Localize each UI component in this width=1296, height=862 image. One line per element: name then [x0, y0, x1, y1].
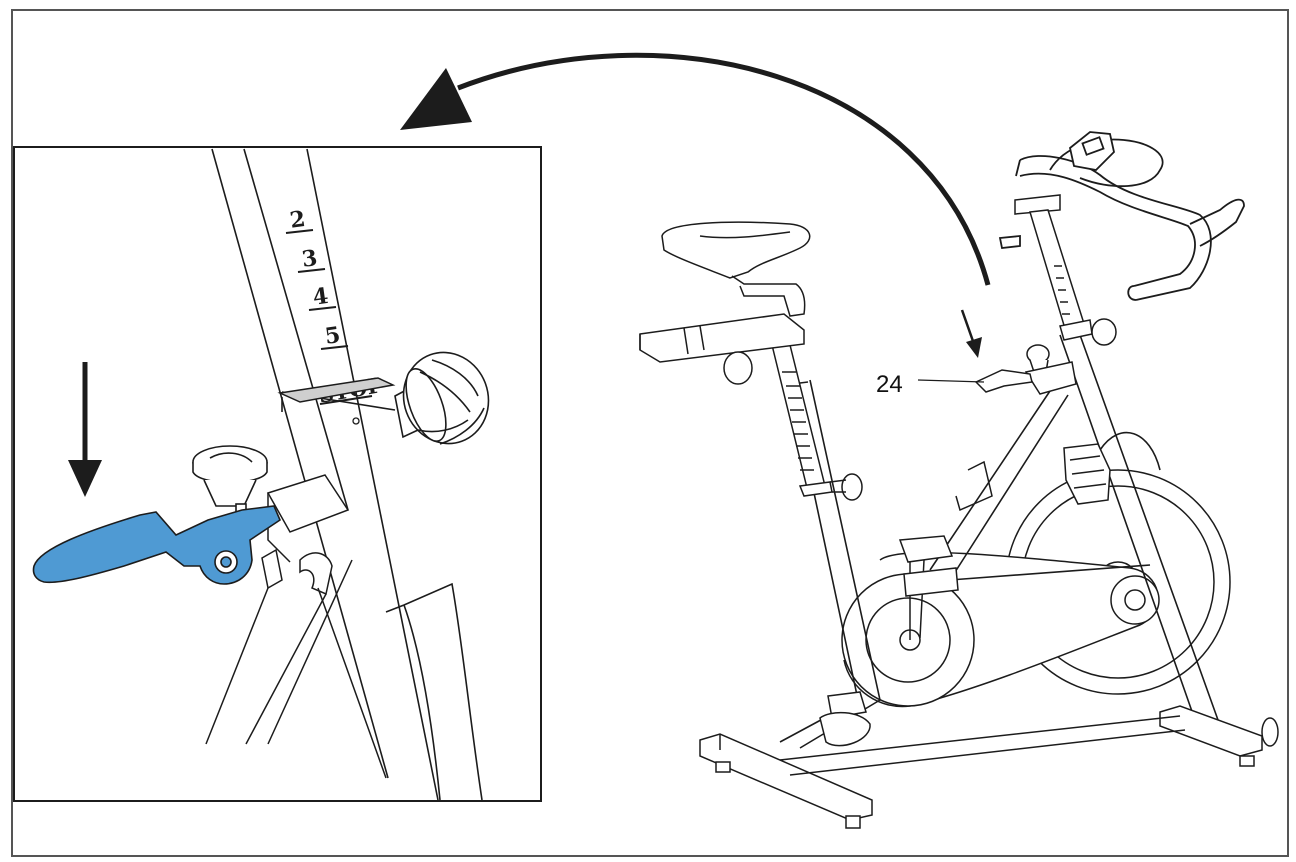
- tube-collar: [277, 377, 396, 403]
- callout-number: 24: [876, 371, 903, 398]
- scale-mark-4: 4: [311, 283, 330, 311]
- detail-inset: 2 3 4 5 STOP: [13, 146, 542, 802]
- seat-post: [771, 344, 863, 501]
- lever-bracket: [205, 474, 387, 779]
- curved-arrow-icon: [400, 52, 991, 286]
- main-frame: [779, 334, 1219, 749]
- adjustment-knob: [394, 351, 490, 445]
- bike-quick-release-lever: [974, 369, 1033, 393]
- seat: [639, 221, 811, 385]
- down-arrow-icon: [68, 362, 102, 497]
- callout-24: 24: [876, 371, 985, 398]
- scale-mark-3: 3: [300, 245, 319, 273]
- handlebar-post: [1014, 194, 1117, 346]
- brake-caliper: [1063, 443, 1111, 505]
- detail-frame: [13, 146, 542, 802]
- base-rails: [699, 705, 1279, 829]
- resistance-knob: [1024, 344, 1077, 395]
- handlebars: [998, 131, 1245, 301]
- scale-mark-2: 2: [288, 206, 307, 234]
- seat-tube: [211, 148, 483, 801]
- outer-frame: [11, 9, 1289, 857]
- quick-release-lever: [32, 505, 281, 585]
- bike-illustration: [639, 131, 1279, 829]
- scale-mark-5: 5: [323, 322, 342, 350]
- pointer-arrow-icon: [960, 309, 982, 358]
- bottle-holder: [955, 460, 993, 512]
- release-knob: [192, 445, 268, 517]
- pedals: [819, 535, 959, 747]
